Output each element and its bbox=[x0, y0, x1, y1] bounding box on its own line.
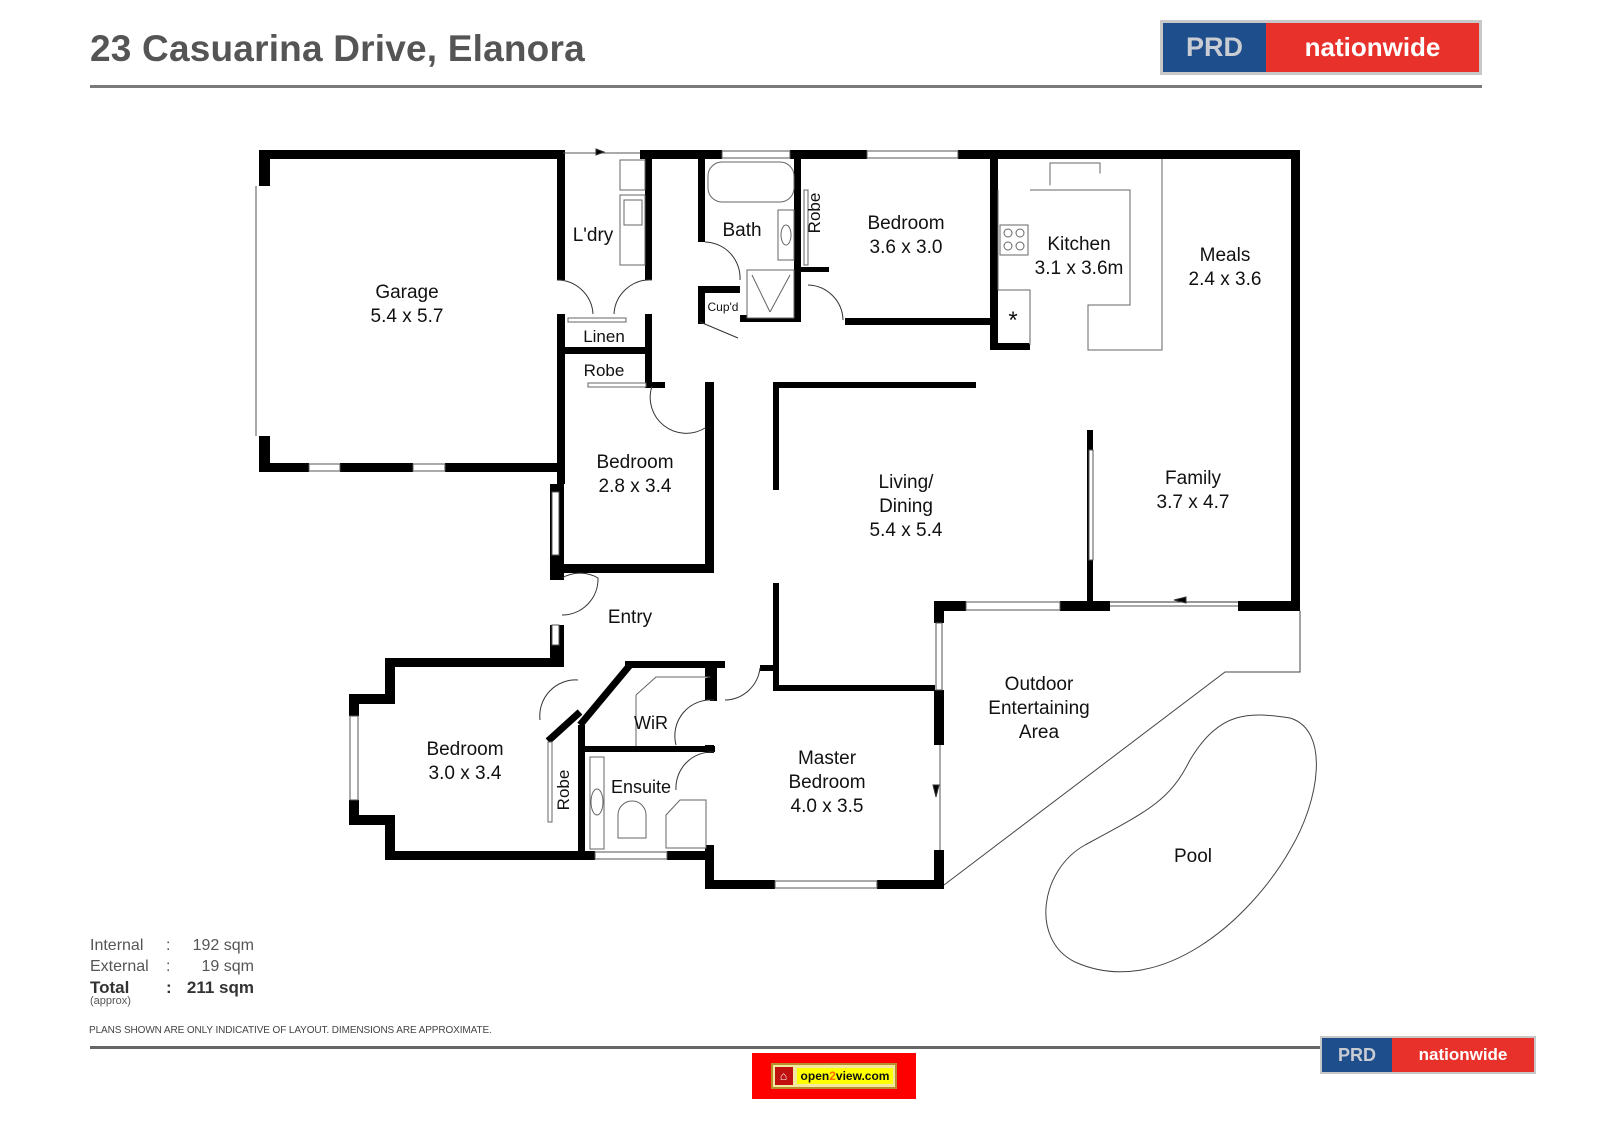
label-master-bedroom: Bedroom bbox=[788, 772, 865, 793]
property-address-title: 23 Casuarina Drive, Elanora bbox=[90, 28, 585, 69]
open2view-badge[interactable]: ⌂ open2view.com bbox=[752, 1053, 916, 1099]
dims-master-bedroom: 4.0 x 3.5 bbox=[791, 796, 864, 817]
label-laundry: L'dry bbox=[573, 225, 614, 246]
footer-divider bbox=[90, 1046, 1330, 1049]
outdoor-lines bbox=[943, 611, 1317, 973]
dims-kitchen: 3.1 x 3.6m bbox=[1035, 258, 1124, 279]
label-family: Family bbox=[1165, 468, 1221, 489]
area-internal: Internal : 192 sqm bbox=[90, 936, 254, 954]
dims-family: 3.7 x 4.7 bbox=[1157, 492, 1230, 513]
label-cupboard: Cup'd bbox=[708, 300, 739, 314]
doors bbox=[539, 148, 1238, 798]
label-linen: Linen bbox=[583, 327, 625, 346]
label-dining: Dining bbox=[879, 496, 933, 517]
area-approx-note: (approx) bbox=[90, 995, 131, 1007]
label-area: Area bbox=[1019, 722, 1060, 743]
area-summary: Internal : 192 sqm External : 19 sqm Tot… bbox=[90, 935, 254, 1008]
footer-logo-prd-text: PRD bbox=[1322, 1038, 1392, 1072]
label-robe-1: Robe bbox=[584, 361, 625, 380]
label-wir: WiR bbox=[634, 713, 668, 733]
house-icon: ⌂ bbox=[774, 1067, 793, 1085]
dims-garage: 5.4 x 5.7 bbox=[371, 306, 444, 327]
header-divider bbox=[90, 85, 1482, 88]
label-living: Living/ bbox=[879, 472, 935, 493]
area-internal-label: Internal bbox=[90, 936, 144, 954]
area-total-label: Total bbox=[90, 977, 130, 997]
area-external-value: 19 sqm bbox=[201, 957, 254, 975]
dims-living-dining: 5.4 x 5.4 bbox=[870, 520, 943, 541]
prd-nationwide-logo: PRD nationwide bbox=[1160, 20, 1482, 75]
dims-bedroom-2: 2.8 x 3.4 bbox=[599, 476, 672, 497]
label-bedroom-2: Bedroom bbox=[596, 452, 673, 473]
label-kitchen: Kitchen bbox=[1047, 234, 1110, 255]
label-pool: Pool bbox=[1174, 846, 1212, 867]
pool-outline bbox=[1045, 714, 1317, 973]
dims-bedroom-1: 3.6 x 3.0 bbox=[870, 237, 943, 258]
fridge-space-icon: * bbox=[1008, 307, 1017, 334]
area-internal-value: 192 sqm bbox=[192, 936, 254, 954]
logo-nationwide-text: nationwide bbox=[1266, 23, 1479, 72]
label-robe-3: Robe bbox=[554, 770, 573, 811]
prd-nationwide-footer-logo: PRD nationwide bbox=[1320, 1036, 1536, 1074]
area-total-value: 211 sqm bbox=[186, 977, 254, 997]
diagonal-walls bbox=[545, 662, 633, 744]
label-entry: Entry bbox=[608, 607, 653, 628]
label-bedroom-3: Bedroom bbox=[426, 739, 503, 760]
dims-meals: 2.4 x 3.6 bbox=[1189, 269, 1262, 290]
label-ensuite: Ensuite bbox=[611, 777, 671, 797]
footer-logo-nationwide-text: nationwide bbox=[1392, 1038, 1534, 1072]
dims-bedroom-3: 3.0 x 3.4 bbox=[429, 763, 502, 784]
disclaimer: PLANS SHOWN ARE ONLY INDICATIVE OF LAYOU… bbox=[89, 1025, 492, 1036]
label-bedroom-1: Bedroom bbox=[867, 213, 944, 234]
label-entertaining: Entertaining bbox=[988, 698, 1089, 719]
label-outdoor: Outdoor bbox=[1005, 674, 1074, 695]
label-bath: Bath bbox=[722, 220, 761, 241]
label-master: Master bbox=[798, 748, 857, 769]
area-external: External : 19 sqm bbox=[90, 957, 254, 975]
logo-prd-text: PRD bbox=[1163, 23, 1266, 72]
label-meals: Meals bbox=[1200, 245, 1251, 266]
fixtures bbox=[547, 159, 1163, 850]
windows bbox=[255, 150, 1238, 889]
area-total: Total : 211 sqm bbox=[90, 977, 254, 997]
area-external-label: External bbox=[90, 957, 149, 975]
room-labels: Garage 5.4 x 5.7 L'dry Linen Robe Bath C… bbox=[371, 193, 1262, 867]
label-robe-2: Robe bbox=[805, 193, 824, 234]
label-garage: Garage bbox=[375, 282, 438, 303]
